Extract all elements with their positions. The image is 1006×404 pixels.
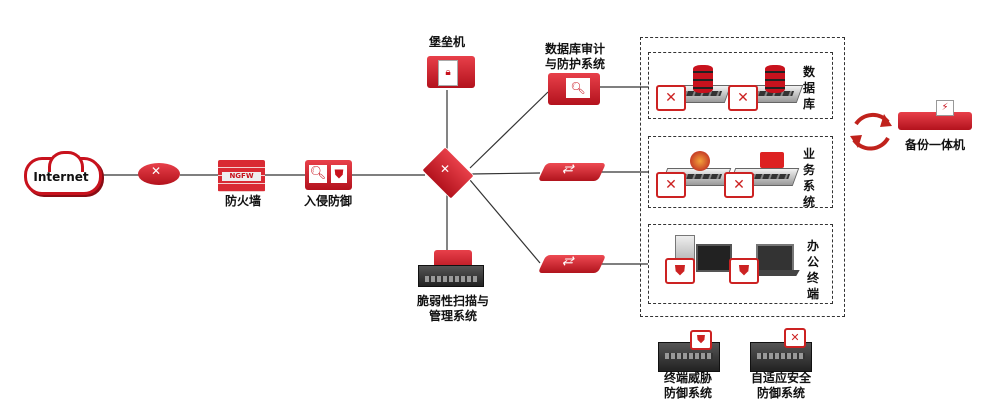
sync-badge-icon: ✕ [656,172,686,198]
adaptive-label-1: 自适应安全 [750,371,811,385]
firewall-badge: NGFW [222,172,261,181]
cloud-bump [48,151,84,172]
vuln-scanner-device [418,265,484,287]
backup-doc-icon: ⚡︎ [936,100,954,116]
zone-office [648,224,833,304]
adaptive-label-2: 防御系统 [756,386,805,400]
core-switch-arrows: ✕ [440,162,451,176]
router-arrows: ✕ [151,164,162,178]
laptop-icon [756,244,794,272]
endpoint-shield-icon: ⛊ [729,258,759,284]
switch-office-icon [537,255,607,273]
database-icon [765,65,785,93]
backup-appliance-icon [898,112,972,130]
sync-badge-icon: ✕ [728,85,758,111]
zone-business-label: 业务系统 [802,147,815,209]
firewall-label: 防火墙 [224,194,261,208]
db-audit-label-2: 与防护系统 [544,57,605,71]
windows-icon [690,151,710,171]
ips-label: 入侵防御 [303,194,352,208]
zone-office-label: 办公终端 [806,239,819,301]
endpoint-shield-icon: ⛊ [665,258,695,284]
sync-badge-icon: ✕ [784,328,806,348]
zone-database [648,52,833,119]
backup-label: 备份一体机 [904,138,965,152]
endpoint-label-1: 终端威胁 [663,371,712,385]
endpoint-shield-icon: ⛊ [690,330,712,350]
sync-badge-icon: ✕ [724,172,754,198]
router-icon [138,163,180,185]
db-audit-label-1: 数据库审计 [544,42,605,56]
zone-business [648,136,833,208]
bastion-label: 堡垒机 [428,35,465,49]
folder-icon [760,152,784,168]
vuln-scan-label-1: 脆弱性扫描与 [416,294,489,308]
sync-arrows-icon [850,112,892,151]
magnifier-icon: 🔍︎ [309,165,327,183]
server-zone-outer [640,37,845,317]
endpoint-label-2: 防御系统 [663,386,712,400]
vuln-scan-label-2: 管理系统 [428,309,477,323]
document-lock-icon: 🔒︎ [438,60,458,86]
db-audit-magnifier-icon: 🔍︎ [566,78,590,98]
database-icon [693,65,713,93]
sync-badge-icon: ✕ [656,85,686,111]
internet-label: Internet [33,170,89,184]
monitor-icon [696,244,732,272]
switch-business-icon [537,163,607,181]
shield-icon: ⛊ [331,165,347,183]
zone-database-label: 数据库 [802,65,815,111]
